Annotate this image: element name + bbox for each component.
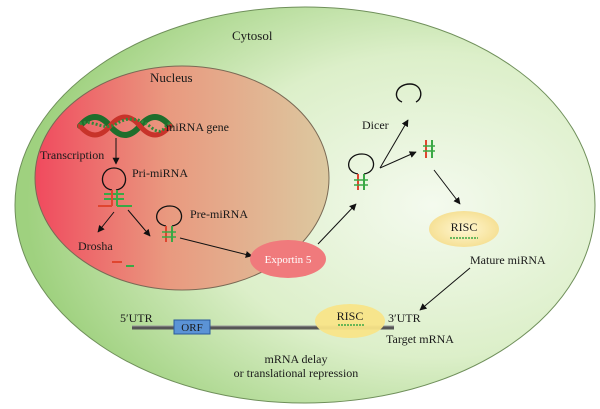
outcome-line1: mRNA delay (265, 352, 328, 366)
mirna-gene-dna-icon (77, 114, 173, 138)
mirna-gene-label: miRNA gene (166, 120, 229, 134)
excised-loop-icon (395, 83, 422, 103)
three-utr-label: 3′UTR (388, 311, 421, 325)
drosha-fragments-icon (112, 261, 134, 267)
dicer-label: Dicer (362, 118, 389, 132)
outcome-line2: or translational repression (234, 366, 359, 380)
pri-mirna-label: Pri-miRNA (132, 166, 188, 180)
exportin5-label: Exportin 5 (265, 254, 312, 266)
cytosol-pre-mirna-hairpin-icon (348, 153, 375, 190)
target-mrna-label: Target mRNA (386, 332, 454, 346)
transcription-label: Transcription (40, 148, 104, 162)
drosha-label: Drosha (78, 239, 113, 253)
pre-to-exportin-arrow (179, 237, 253, 258)
risc-top-ellipse (429, 211, 499, 247)
mature-to-target-arrow (419, 267, 471, 311)
exportin5-ellipse (250, 240, 326, 278)
exportin-to-cytosol-arrow (317, 203, 357, 245)
orf-label: ORF (181, 322, 202, 334)
cytosol-label: Cytosol (232, 28, 273, 43)
orf-box (173, 319, 211, 335)
duplex-to-risc-arrow (433, 169, 461, 205)
dicer-to-loop-arrow (379, 119, 409, 169)
five-utr-label: 5′UTR (120, 311, 153, 325)
nucleus-label: Nucleus (150, 70, 193, 85)
risc-bottom-ellipse (315, 304, 385, 338)
pre-mirna-hairpin-icon (156, 205, 183, 242)
risc-bottom-label: RISC (337, 309, 364, 323)
pri-to-drosha-arrow (97, 211, 115, 233)
risc-top-label: RISC (451, 220, 478, 234)
pre-mirna-label: Pre-miRNA (190, 207, 248, 221)
dicer-to-duplex-arrow (379, 151, 417, 169)
mature-mirna-label: Mature miRNA (470, 253, 546, 267)
mirna-duplex-icon (423, 140, 435, 158)
pri-mirna-hairpin-icon (98, 167, 132, 207)
pri-to-pre-arrow (127, 209, 151, 237)
